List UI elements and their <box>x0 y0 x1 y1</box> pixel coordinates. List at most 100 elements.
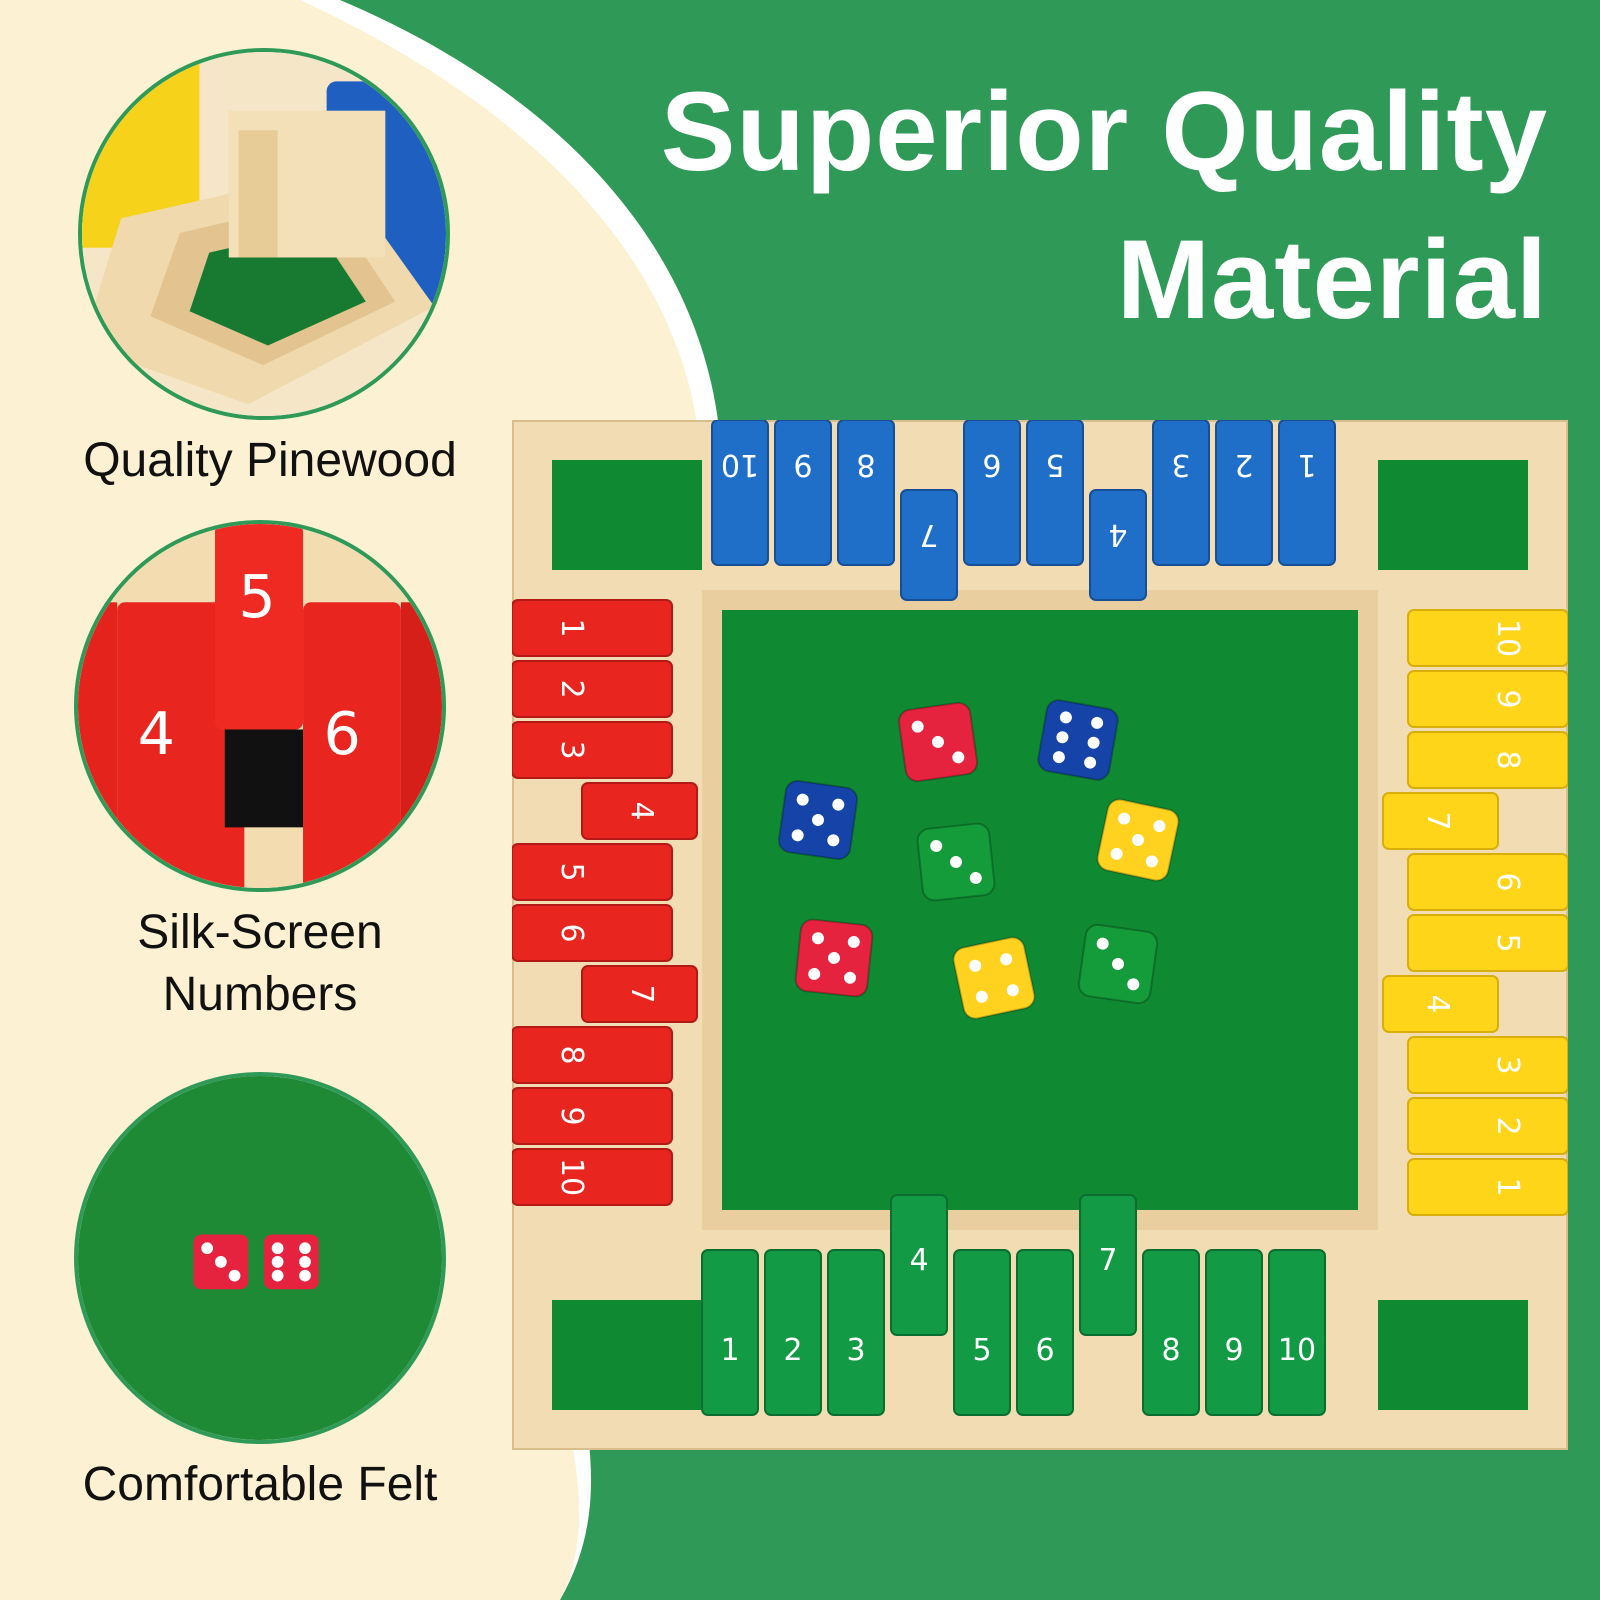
red-tile-10[interactable]: 10 <box>512 1148 673 1206</box>
red-tile-8[interactable]: 8 <box>512 1026 673 1084</box>
corner-felt-bl <box>552 1300 702 1410</box>
die-pip <box>1052 751 1065 764</box>
die-red <box>794 918 874 998</box>
green-tile-3[interactable]: 3 <box>827 1249 885 1416</box>
red-tile-6[interactable]: 6 <box>512 904 673 962</box>
blue-tile-2[interactable]: 2 <box>1215 420 1273 566</box>
red-tile-label: 7 <box>624 984 659 1003</box>
red-tile-label: 6 <box>554 923 589 942</box>
die-pip <box>911 720 924 733</box>
blue-tile-label: 2 <box>1234 447 1253 482</box>
red-tile-1[interactable]: 1 <box>512 599 673 657</box>
red-tile-label: 2 <box>554 679 589 698</box>
red-tile-4[interactable]: 4 <box>581 782 698 840</box>
die-pip <box>847 935 860 948</box>
numbers-photo-digit-4: 4 <box>138 700 175 768</box>
pinewood-caption: Quality Pinewood <box>40 430 500 492</box>
blue-tile-10[interactable]: 10 <box>711 420 769 566</box>
die-green <box>1077 923 1159 1005</box>
blue-tile-7[interactable]: 7 <box>900 489 958 601</box>
green-tile-5[interactable]: 5 <box>953 1249 1011 1416</box>
numbers-photo-digit-5: 5 <box>238 563 275 631</box>
die-pip <box>969 872 982 885</box>
die-pip <box>1132 834 1144 846</box>
blue-tile-label: 3 <box>1171 447 1190 482</box>
green-tile-8[interactable]: 8 <box>1142 1249 1200 1416</box>
blue-tile-8[interactable]: 8 <box>837 420 895 566</box>
yellow-tile-label: 8 <box>1490 750 1525 769</box>
green-tile-4[interactable]: 4 <box>890 1194 948 1336</box>
red-tile-7[interactable]: 7 <box>581 965 698 1023</box>
blue-tile-label: 8 <box>856 447 875 482</box>
corner-felt-tl <box>552 460 702 570</box>
die-pip <box>844 971 857 984</box>
green-tile-label: 8 <box>1161 1333 1180 1368</box>
corner-felt-tr <box>1378 460 1528 570</box>
pinewood-caption-text: Quality Pinewood <box>83 434 457 487</box>
red-tile-label: 5 <box>554 862 589 881</box>
yellow-tile-8[interactable]: 8 <box>1407 731 1568 789</box>
yellow-tile-label: 2 <box>1490 1116 1525 1135</box>
die-pip <box>932 736 944 748</box>
die-pip <box>1118 812 1131 825</box>
die-pip <box>969 959 982 972</box>
red-tile-5[interactable]: 5 <box>512 843 673 901</box>
numbers-caption-line-1: Silk-Screen <box>137 906 383 959</box>
die-pip <box>1084 756 1097 769</box>
felt-die-2 <box>263 1234 319 1290</box>
yellow-tile-2[interactable]: 2 <box>1407 1097 1568 1155</box>
die-pip <box>808 968 821 981</box>
yellow-tile-5[interactable]: 5 <box>1407 914 1568 972</box>
red-tile-label: 10 <box>554 1158 589 1196</box>
yellow-tile-label: 9 <box>1490 689 1525 708</box>
green-tile-label: 1 <box>720 1333 739 1368</box>
yellow-tile-7[interactable]: 7 <box>1382 792 1499 850</box>
yellow-tile-label: 4 <box>1420 994 1455 1013</box>
green-tile-6[interactable]: 6 <box>1016 1249 1074 1416</box>
die-pip <box>812 814 824 826</box>
die-pip <box>1112 958 1124 970</box>
blue-tile-3[interactable]: 3 <box>1152 420 1210 566</box>
green-tile-label: 2 <box>783 1333 802 1368</box>
red-tile-9[interactable]: 9 <box>512 1087 673 1145</box>
center-felt <box>722 610 1358 1210</box>
red-tile-label: 1 <box>554 618 589 637</box>
yellow-tile-10[interactable]: 10 <box>1407 609 1568 667</box>
blue-tile-5[interactable]: 5 <box>1026 420 1084 566</box>
pinewood-photo <box>78 48 450 420</box>
red-tile-2[interactable]: 2 <box>512 660 673 718</box>
red-tile-label: 3 <box>554 740 589 759</box>
yellow-tiles: 10 9 8 765 4 3 2 1 <box>1382 609 1568 1216</box>
yellow-tile-4[interactable]: 4 <box>1382 975 1499 1033</box>
red-tile-3[interactable]: 3 <box>512 721 673 779</box>
die-pip <box>950 856 962 868</box>
blue-tile-label: 9 <box>793 447 812 482</box>
yellow-tile-1[interactable]: 1 <box>1407 1158 1568 1216</box>
felt-caption: Comfortable Felt <box>30 1454 490 1516</box>
green-tile-9[interactable]: 9 <box>1205 1249 1263 1416</box>
yellow-tile-6[interactable]: 6 <box>1407 853 1568 911</box>
green-tile-1[interactable]: 1 <box>701 1249 759 1416</box>
green-tile-label: 4 <box>909 1243 928 1278</box>
yellow-tile-9[interactable]: 9 <box>1407 670 1568 728</box>
felt-die-1 <box>193 1234 249 1290</box>
blue-tile-6[interactable]: 6 <box>963 420 1021 566</box>
red-tiles: 1 2 3 4 5 6 7 89 10 <box>512 599 698 1206</box>
numbers-photo-digit-6: 6 <box>324 700 361 768</box>
blue-tile-label: 7 <box>919 517 938 552</box>
yellow-tile-3[interactable]: 3 <box>1407 1036 1568 1094</box>
blue-tile-4[interactable]: 4 <box>1089 489 1147 601</box>
blue-tile-label: 1 <box>1297 447 1316 482</box>
blue-tile-label: 10 <box>721 447 759 482</box>
blue-tile-1[interactable]: 1 <box>1278 420 1336 566</box>
die-pip <box>1096 937 1109 950</box>
die-pip <box>1145 855 1158 868</box>
green-tile-2[interactable]: 2 <box>764 1249 822 1416</box>
blue-tile-label: 5 <box>1045 447 1064 482</box>
green-tile-10[interactable]: 10 <box>1268 1249 1326 1416</box>
blue-tile-9[interactable]: 9 <box>774 420 832 566</box>
green-tile-7[interactable]: 7 <box>1079 1194 1137 1336</box>
